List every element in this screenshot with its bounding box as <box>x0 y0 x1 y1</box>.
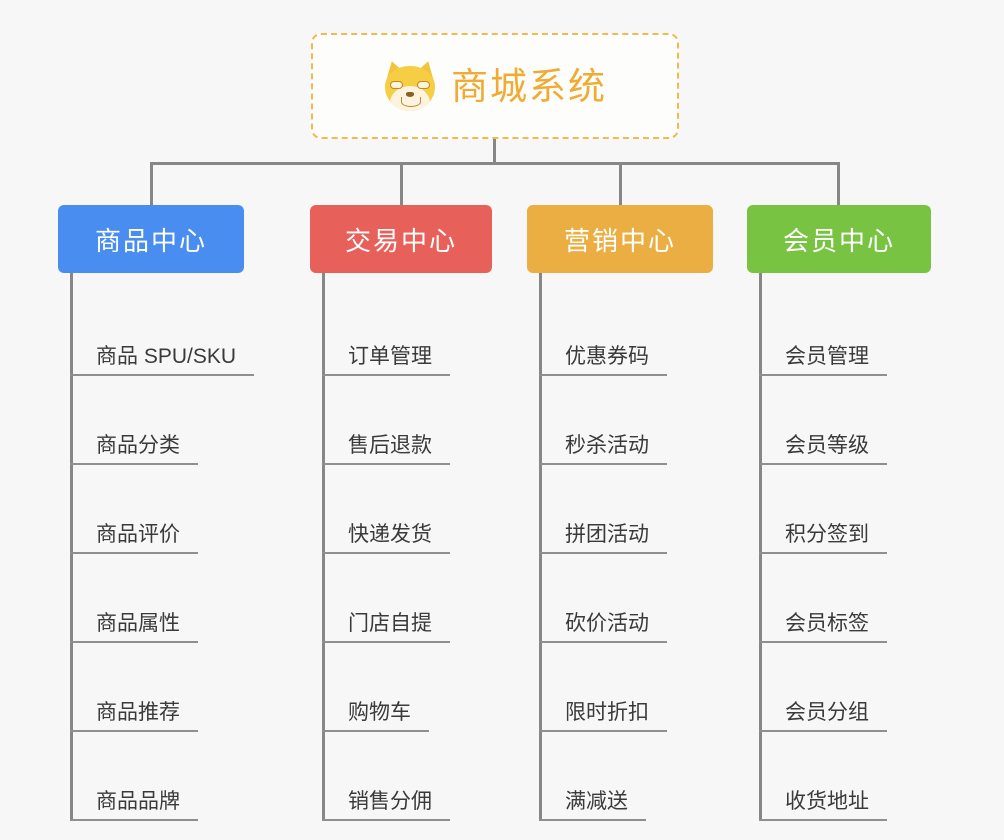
connector-root-stem <box>493 139 496 164</box>
connector-drop-2 <box>400 162 403 206</box>
leaf-node-label: 购物车 <box>322 701 429 732</box>
leaf-node-label: 商品推荐 <box>70 701 198 732</box>
shiba-nose-icon <box>406 92 414 97</box>
shiba-eye-right-icon <box>417 81 430 89</box>
leaf-node[interactable]: 购物车 <box>310 643 492 732</box>
connector-trunk <box>322 273 325 821</box>
leaf-node-label: 会员等级 <box>759 434 887 465</box>
leaf-node-label: 商品品牌 <box>70 790 198 821</box>
shiba-eye-left-icon <box>390 81 403 89</box>
connector-drop-4 <box>837 162 840 206</box>
leaf-list: 商品 SPU/SKU 商品分类商品评价商品属性商品推荐商品品牌 <box>58 273 255 821</box>
leaf-node-label: 商品属性 <box>70 612 198 643</box>
leaf-list: 优惠券码秒杀活动拼团活动砍价活动限时折扣满减送 <box>527 273 713 821</box>
leaf-node[interactable]: 满减送 <box>527 732 713 821</box>
leaf-node-label: 商品 SPU/SKU <box>70 345 255 376</box>
leaf-node-label: 收货地址 <box>759 790 887 821</box>
connector-drop-1 <box>150 162 153 206</box>
leaf-node-label: 会员标签 <box>759 612 887 643</box>
leaf-node-label: 优惠券码 <box>539 345 667 376</box>
category-column: 会员中心会员管理会员等级积分签到会员标签会员分组收货地址 <box>747 205 931 821</box>
connector-trunk <box>539 273 542 821</box>
leaf-node[interactable]: 快递发货 <box>310 465 492 554</box>
connector-drop-3 <box>619 162 622 206</box>
leaf-node[interactable]: 砍价活动 <box>527 554 713 643</box>
leaf-node-label: 门店自提 <box>322 612 450 643</box>
connector-trunk <box>70 273 73 821</box>
root-node[interactable]: 商城系统 <box>311 33 679 139</box>
category-column: 交易中心订单管理售后退款快递发货门店自提购物车销售分佣 <box>310 205 492 821</box>
leaf-list: 会员管理会员等级积分签到会员标签会员分组收货地址 <box>747 273 931 821</box>
leaf-node[interactable]: 会员管理 <box>747 287 931 376</box>
leaf-node-label: 秒杀活动 <box>539 434 667 465</box>
category-node-label: 交易中心 <box>344 225 457 256</box>
leaf-node[interactable]: 门店自提 <box>310 554 492 643</box>
shiba-inu-face-icon <box>382 58 438 112</box>
leaf-node[interactable]: 限时折扣 <box>527 643 713 732</box>
leaf-list: 订单管理售后退款快递发货门店自提购物车销售分佣 <box>310 273 492 821</box>
leaf-node[interactable]: 拼团活动 <box>527 465 713 554</box>
leaf-node[interactable]: 商品 SPU/SKU <box>58 287 255 376</box>
leaf-node[interactable]: 会员分组 <box>747 643 931 732</box>
leaf-node[interactable]: 商品推荐 <box>58 643 244 732</box>
connector-horizontal-bus <box>150 162 840 165</box>
shiba-mouth-icon <box>401 97 421 107</box>
leaf-node[interactable]: 售后退款 <box>310 376 492 465</box>
shiba-head-icon <box>385 66 435 111</box>
category-column: 商品中心商品 SPU/SKU 商品分类商品评价商品属性商品推荐商品品牌 <box>58 205 255 821</box>
category-node-label: 商品中心 <box>94 225 207 256</box>
leaf-node[interactable]: 商品分类 <box>58 376 244 465</box>
leaf-node-label: 会员分组 <box>759 701 887 732</box>
leaf-node-label: 商品评价 <box>70 523 198 554</box>
leaf-node-label: 拼团活动 <box>539 523 667 554</box>
category-node[interactable]: 会员中心 <box>747 205 931 273</box>
category-node-label: 营销中心 <box>563 225 676 256</box>
leaf-node-label: 满减送 <box>539 790 646 821</box>
leaf-node[interactable]: 优惠券码 <box>527 287 713 376</box>
leaf-node[interactable]: 收货地址 <box>747 732 931 821</box>
leaf-node[interactable]: 商品属性 <box>58 554 244 643</box>
category-node[interactable]: 营销中心 <box>527 205 713 273</box>
leaf-node[interactable]: 会员标签 <box>747 554 931 643</box>
leaf-node[interactable]: 会员等级 <box>747 376 931 465</box>
leaf-node-label: 会员管理 <box>759 345 887 376</box>
category-node[interactable]: 交易中心 <box>310 205 492 273</box>
leaf-node-label: 商品分类 <box>70 434 198 465</box>
leaf-node-label: 售后退款 <box>322 434 450 465</box>
leaf-node-label: 砍价活动 <box>539 612 667 643</box>
leaf-node-label: 订单管理 <box>322 345 450 376</box>
leaf-node[interactable]: 销售分佣 <box>310 732 492 821</box>
category-node-label: 会员中心 <box>782 225 895 256</box>
connector-trunk <box>759 273 762 821</box>
root-node-title: 商城系统 <box>451 65 607 107</box>
leaf-node[interactable]: 商品品牌 <box>58 732 244 821</box>
leaf-node-label: 积分签到 <box>759 523 887 554</box>
category-node[interactable]: 商品中心 <box>58 205 244 273</box>
category-column: 营销中心优惠券码秒杀活动拼团活动砍价活动限时折扣满减送 <box>527 205 713 821</box>
leaf-node[interactable]: 订单管理 <box>310 287 492 376</box>
leaf-node[interactable]: 秒杀活动 <box>527 376 713 465</box>
leaf-node[interactable]: 商品评价 <box>58 465 244 554</box>
leaf-node[interactable]: 积分签到 <box>747 465 931 554</box>
leaf-node-label: 快递发货 <box>322 523 450 554</box>
leaf-node-label: 销售分佣 <box>322 790 450 821</box>
leaf-node-label: 限时折扣 <box>539 701 667 732</box>
